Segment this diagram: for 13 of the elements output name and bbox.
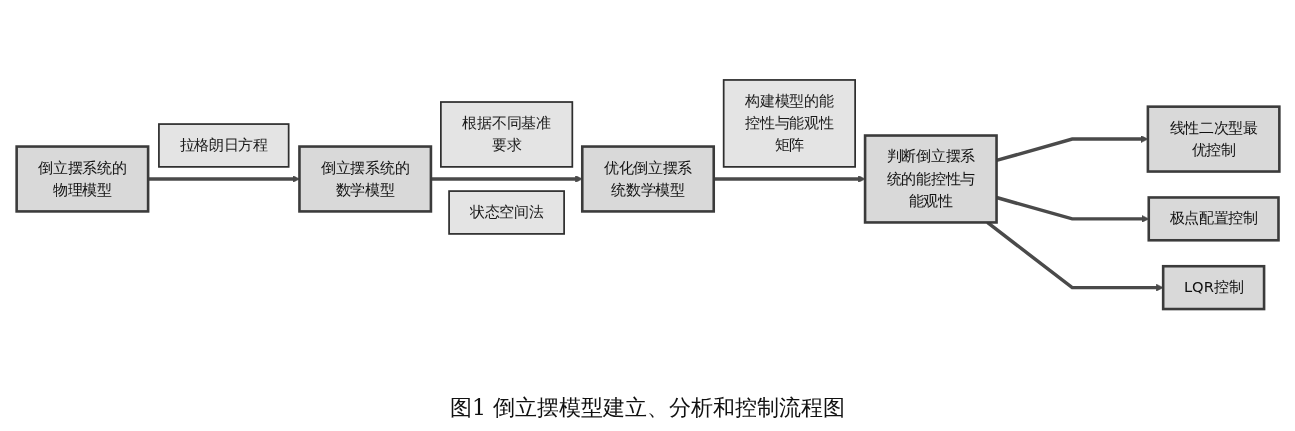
node-box: 判断倒立摆系统的能控性与能观性 bbox=[863, 134, 998, 224]
figure-caption: 图1 倒立摆模型建立、分析和控制流程图 bbox=[450, 394, 845, 422]
node-box: 状态空间法 bbox=[447, 190, 565, 235]
node-box: 根据不同基准要求 bbox=[439, 101, 573, 168]
node-box: 线性二次型最优控制 bbox=[1146, 105, 1281, 173]
node-box: 倒立摆系统的物理模型 bbox=[14, 145, 149, 213]
node-box: 极点配置控制 bbox=[1146, 196, 1280, 242]
node-box: 倒立摆系统的数学模型 bbox=[297, 145, 432, 213]
node-box: LQR控制 bbox=[1161, 264, 1265, 311]
node-box: 拉格朗日方程 bbox=[157, 123, 289, 168]
arrow bbox=[713, 175, 865, 183]
node-box: 构建模型的能控性与能观性矩阵 bbox=[722, 79, 856, 168]
node-box: 优化倒立摆系统数学模型 bbox=[580, 145, 715, 213]
